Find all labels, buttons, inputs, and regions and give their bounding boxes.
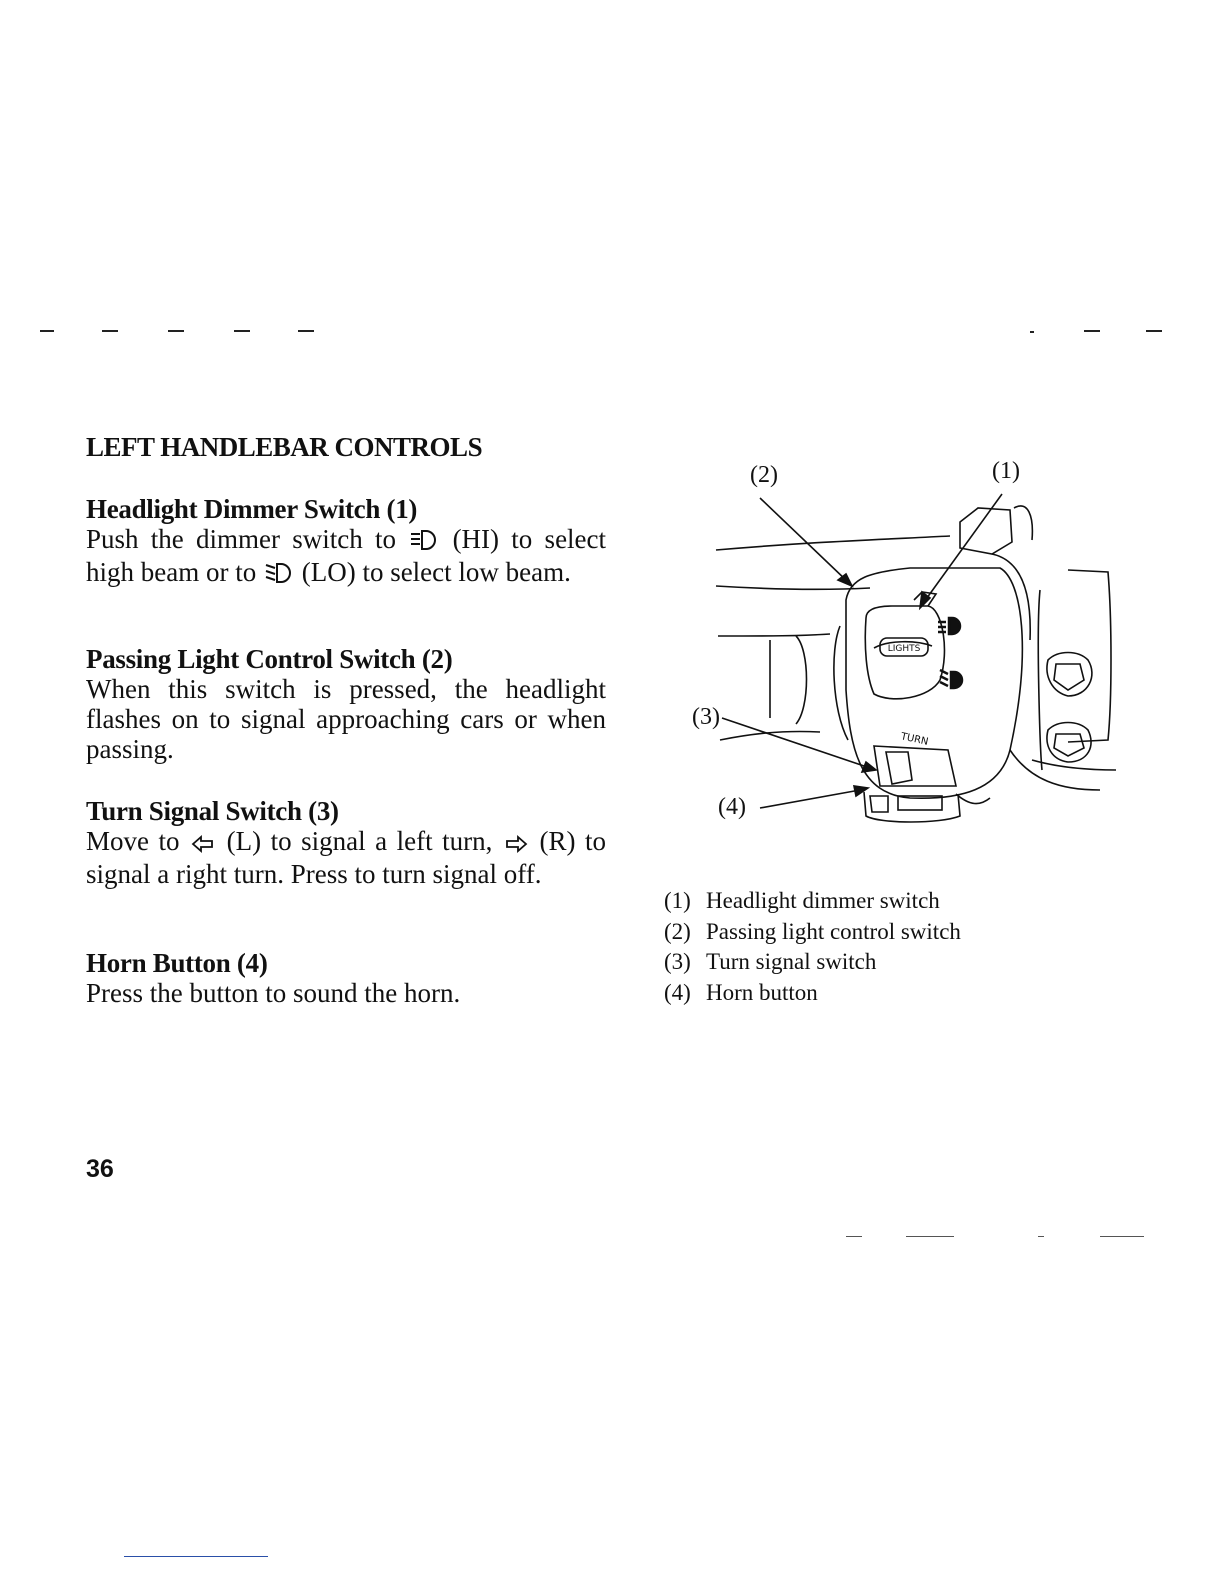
leader-arrow	[852, 785, 871, 798]
dimmer-switch-section: Headlight Dimmer Switch (1) Push the dim…	[86, 494, 606, 590]
edge-mark	[168, 330, 184, 332]
edge-mark	[1038, 1236, 1044, 1237]
legend-item: (2)Passing light control switch	[664, 918, 961, 944]
callout-2: (2)	[750, 462, 778, 488]
horn-button-section: Horn Button (4) Press the button to soun…	[86, 948, 606, 1008]
section-heading: Horn Button (4)	[86, 948, 268, 978]
edge-mark	[1084, 330, 1100, 332]
section-heading: Turn Signal Switch (3)	[86, 796, 339, 826]
handlebar-drawing: LIGHTS TURN	[715, 493, 1117, 823]
turn-signal-section: Turn Signal Switch (3) Move to (L) to si…	[86, 796, 606, 889]
low-beam-icon	[265, 560, 293, 590]
legend-item: (3)Turn signal switch	[664, 949, 877, 974]
edge-mark	[40, 330, 54, 332]
lights-label: LIGHTS	[888, 644, 921, 654]
figure-legend: (1)Headlight dimmer switch (2)Passing li…	[664, 886, 1084, 1008]
legend-item: (4)Horn button	[664, 979, 818, 1005]
edge-mark	[1030, 331, 1034, 333]
leader-line	[923, 493, 1003, 603]
section-heading: Passing Light Control Switch (2)	[86, 644, 453, 674]
section-title: LEFT HANDLEBAR CONTROLS	[86, 432, 483, 462]
edge-mark	[234, 330, 250, 332]
legend-item: (1)Headlight dimmer switch	[664, 888, 940, 913]
edge-mark	[906, 1236, 954, 1237]
section-body: Push the dimmer switch to (HI) to select…	[86, 524, 606, 590]
leader-arrow	[860, 760, 878, 773]
high-beam-icon	[410, 527, 438, 557]
section-body: When this switch is pressed, the headlig…	[86, 674, 606, 764]
section-heading: Headlight Dimmer Switch (1)	[86, 494, 418, 524]
edge-mark	[1100, 1236, 1144, 1237]
callout-3: (3)	[692, 704, 720, 730]
edge-mark	[846, 1236, 862, 1237]
page-number: 36	[86, 1155, 114, 1183]
callout-1: (1)	[992, 458, 1020, 484]
turn-label: TURN	[899, 731, 930, 748]
callout-4: (4)	[718, 794, 746, 820]
leader-line	[759, 497, 849, 583]
leader-arrow	[918, 590, 932, 611]
leader-line	[721, 717, 871, 769]
section-body: Move to (L) to signal a left turn, (R) t…	[86, 826, 607, 889]
left-arrow-icon	[191, 829, 215, 859]
beam-symbols	[938, 616, 964, 690]
edge-mark	[1146, 330, 1162, 332]
edge-mark	[124, 1556, 268, 1557]
edge-mark	[102, 330, 118, 332]
handlebar-illustration: LIGHTS TURN (2) (1) (3) (4)	[660, 450, 1120, 830]
leader-line	[759, 789, 861, 809]
leader-arrow	[836, 572, 854, 588]
edge-mark	[298, 330, 314, 332]
right-arrow-icon	[504, 829, 528, 859]
section-body: Press the button to sound the horn.	[86, 978, 461, 1008]
passing-switch-section: Passing Light Control Switch (2) When th…	[86, 644, 606, 764]
